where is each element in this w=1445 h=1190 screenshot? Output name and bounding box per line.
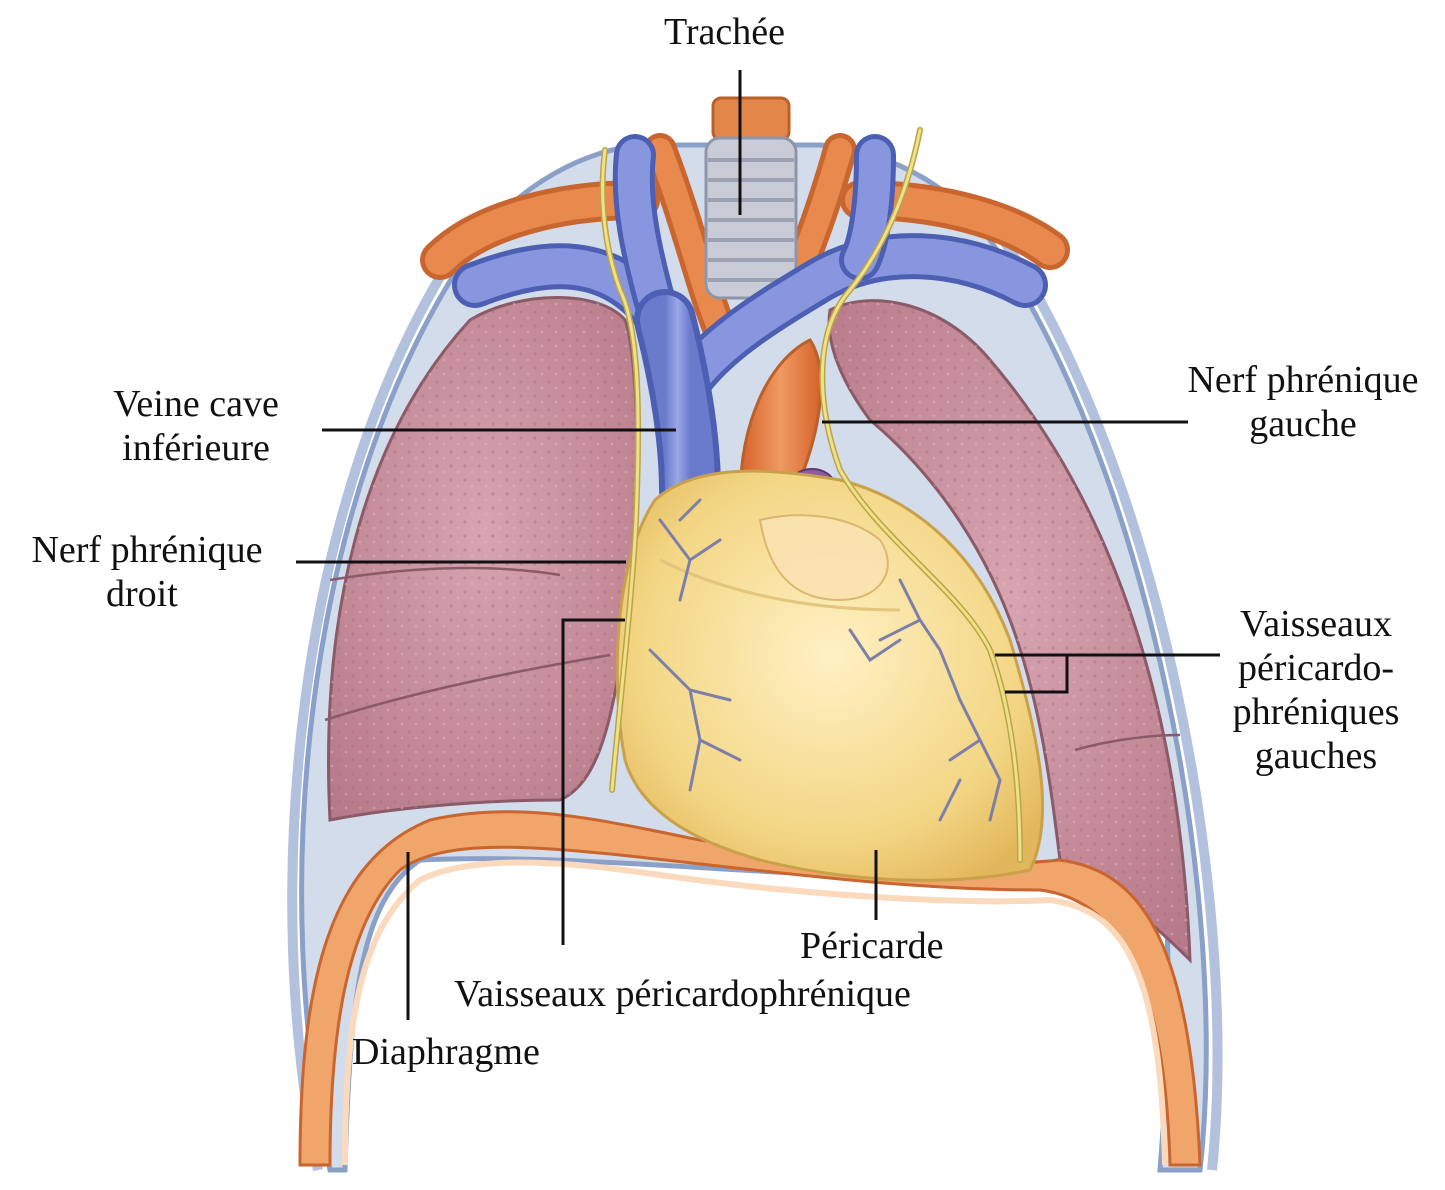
label-vaisseaux-gauches-line2: péricardo- <box>1218 646 1414 690</box>
label-veine-cave-line2: inférieure <box>98 426 294 470</box>
label-trachee: Trachée <box>664 10 785 54</box>
label-diaphragme: Diaphragme <box>352 1030 540 1074</box>
trachea <box>706 98 796 298</box>
label-vaisseaux-gauches-line1: Vaisseaux <box>1218 602 1414 646</box>
label-vaisseaux-gauches-line4: gauches <box>1218 734 1414 778</box>
label-nerf-gauche-line2: gauche <box>1168 402 1438 446</box>
label-vaisseaux-pericardophrenique: Vaisseaux péricardophrénique <box>454 972 911 1016</box>
label-nerf-gauche-line1: Nerf phrénique <box>1168 358 1438 402</box>
label-nerf-phrenique-gauche: Nerf phrénique gauche <box>1168 358 1438 446</box>
label-nerf-phrenique-droit: Nerf phrénique droit <box>14 528 280 616</box>
label-vaisseaux-gauches-line3: phréniques <box>1218 690 1414 734</box>
label-veine-cave: Veine cave inférieure <box>98 382 294 470</box>
label-nerf-droit-line1: Nerf phrénique <box>14 528 280 572</box>
label-pericarde: Péricarde <box>800 924 943 968</box>
right-lung <box>325 298 637 821</box>
label-nerf-droit-line2: droit <box>14 572 280 616</box>
label-vaisseaux-pericardo-phreniques-gauches: Vaisseaux péricardo- phréniques gauches <box>1218 602 1414 778</box>
label-veine-cave-line1: Veine cave <box>98 382 294 426</box>
